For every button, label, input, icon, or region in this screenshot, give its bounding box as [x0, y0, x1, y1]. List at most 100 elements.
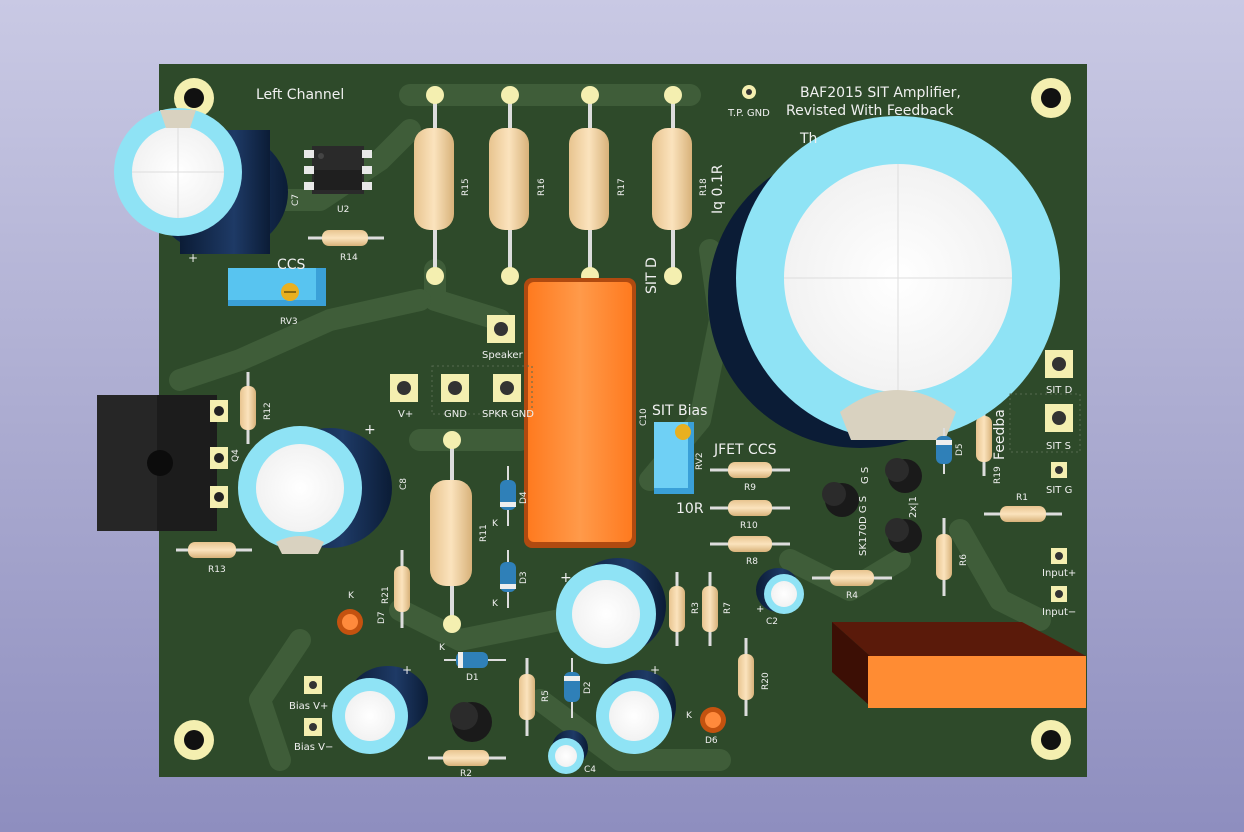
- plus-mark: +: [402, 663, 412, 677]
- mounting-holes: [174, 78, 1071, 760]
- ref-rv2: RV2: [695, 452, 705, 470]
- ref-d4: D4: [519, 491, 529, 504]
- ref-r1: R1: [1016, 493, 1028, 503]
- k-label-d1: K: [439, 643, 446, 653]
- c4-capacitor: [548, 730, 588, 774]
- rv3-trimmer: [228, 268, 326, 306]
- ref-r18: R18: [699, 178, 709, 196]
- ref-r16: R16: [537, 178, 547, 196]
- ref-u2: U2: [337, 205, 349, 215]
- gnd-label: GND: [444, 409, 467, 420]
- board-title-line1: BAF2015 SIT Amplifier,: [800, 85, 961, 101]
- input-minus-label: Input−: [1042, 607, 1076, 618]
- board-title-line3: Th: [799, 131, 817, 147]
- k-label-d7: K: [348, 591, 355, 601]
- ref-d2: D2: [583, 681, 593, 694]
- ref-c7: C7: [291, 194, 301, 206]
- input-plus-label: Input+: [1042, 568, 1076, 579]
- spkr-gnd-label: SPKR GND: [482, 409, 534, 420]
- small-vertical-resistors: [240, 372, 992, 736]
- plus-mark: +: [650, 663, 660, 677]
- ref-d5: D5: [955, 443, 965, 456]
- sit-g-label: SIT G: [1046, 485, 1072, 496]
- iq-label: Iq 0.1R: [710, 164, 726, 214]
- c7-capacitor: [114, 108, 288, 254]
- sit-s-label: SIT S: [1046, 441, 1071, 452]
- vplus-label: V+: [398, 409, 413, 420]
- plus-mark: +: [756, 604, 764, 615]
- terminal-pads: [304, 85, 1073, 736]
- ref-r12: R12: [263, 402, 273, 420]
- footprint-grid: [431, 365, 1081, 453]
- ref-r8: R8: [746, 557, 758, 567]
- k-label-d4: K: [492, 519, 499, 529]
- rv2-trimmer: [654, 422, 694, 494]
- ref-d6: D6: [705, 736, 718, 746]
- small-resistors: [176, 230, 1062, 766]
- sit-d-label: SIT D: [1046, 385, 1073, 396]
- ref-q4: Q4: [231, 449, 241, 462]
- two-x-label: 2x|1: [908, 496, 919, 518]
- diodes: [444, 428, 952, 718]
- r11-resistor: [430, 431, 472, 633]
- ref-r10: R10: [740, 521, 758, 531]
- ref-r21: R21: [381, 586, 391, 604]
- plus-mark: +: [364, 422, 376, 438]
- sit-d-vertical-label: SIT D: [644, 257, 660, 294]
- power-resistors: [414, 86, 692, 285]
- ref-d1: D1: [466, 673, 479, 683]
- u2-ic: [304, 146, 372, 194]
- ccs-label: CCS: [277, 257, 306, 273]
- ref-r6: R6: [959, 554, 969, 566]
- jfet-ccs-label: JFET CCS: [713, 442, 777, 458]
- feedback-label: Feedba: [992, 409, 1008, 460]
- speaker-label: Speaker: [482, 350, 524, 361]
- plus-mark: +: [188, 251, 198, 265]
- bottom-capacitor: [596, 670, 676, 754]
- ref-r20: R20: [761, 672, 771, 690]
- ref-r4: R4: [846, 591, 858, 601]
- bias-vminus-label: Bias V−: [294, 742, 333, 753]
- to92-transistors: [450, 458, 922, 742]
- ref-r3: R3: [691, 602, 701, 614]
- plus-mark: +: [560, 570, 572, 586]
- silkscreen: Left Channel BAF2015 SIT Amplifier, Revi…: [188, 85, 1076, 779]
- ref-r11: R11: [479, 524, 489, 542]
- ref-c8: C8: [399, 478, 409, 490]
- ref-r7: R7: [723, 602, 733, 614]
- ref-rv3: RV3: [280, 317, 298, 327]
- ref-d3: D3: [519, 571, 529, 584]
- ref-r19: R19: [993, 466, 1003, 484]
- bias-vplus-label: Bias V+: [289, 701, 328, 712]
- dgs-label: D G S: [858, 496, 869, 524]
- ten-r-label: 10R: [676, 501, 704, 517]
- ref-d7: D7: [377, 611, 387, 624]
- ref-r9: R9: [744, 483, 756, 493]
- ref-c4: C4: [584, 765, 596, 775]
- ref-r5: R5: [541, 690, 551, 702]
- bias-capacitor: [332, 666, 428, 754]
- c2-capacitor: [756, 568, 804, 614]
- board-title-line2: Revisted With Feedback: [786, 103, 954, 119]
- ref-r2: R2: [460, 769, 472, 779]
- ref-c10: C10: [639, 408, 649, 426]
- channel-label: Left Channel: [256, 87, 344, 103]
- c10-film-capacitor: [524, 278, 636, 548]
- ref-r13: R13: [208, 565, 226, 575]
- ref-r17: R17: [617, 178, 627, 196]
- k-label-d3: K: [492, 599, 499, 609]
- sk170-label: SK170: [858, 524, 869, 556]
- output-film-capacitor: [832, 622, 1086, 708]
- center-capacitor: [556, 558, 666, 664]
- leds: [337, 609, 726, 733]
- c8-capacitor: [238, 426, 392, 554]
- sit-bias-label: SIT Bias: [652, 403, 707, 419]
- ref-r14: R14: [340, 253, 358, 263]
- main-filter-capacitor: [708, 116, 1060, 448]
- ref-c2: C2: [766, 617, 778, 627]
- q4-transistor-heatsink: [97, 395, 228, 531]
- ref-r15: R15: [461, 178, 471, 196]
- k-label-d6: K: [686, 711, 693, 721]
- gs-label: G S: [860, 467, 871, 484]
